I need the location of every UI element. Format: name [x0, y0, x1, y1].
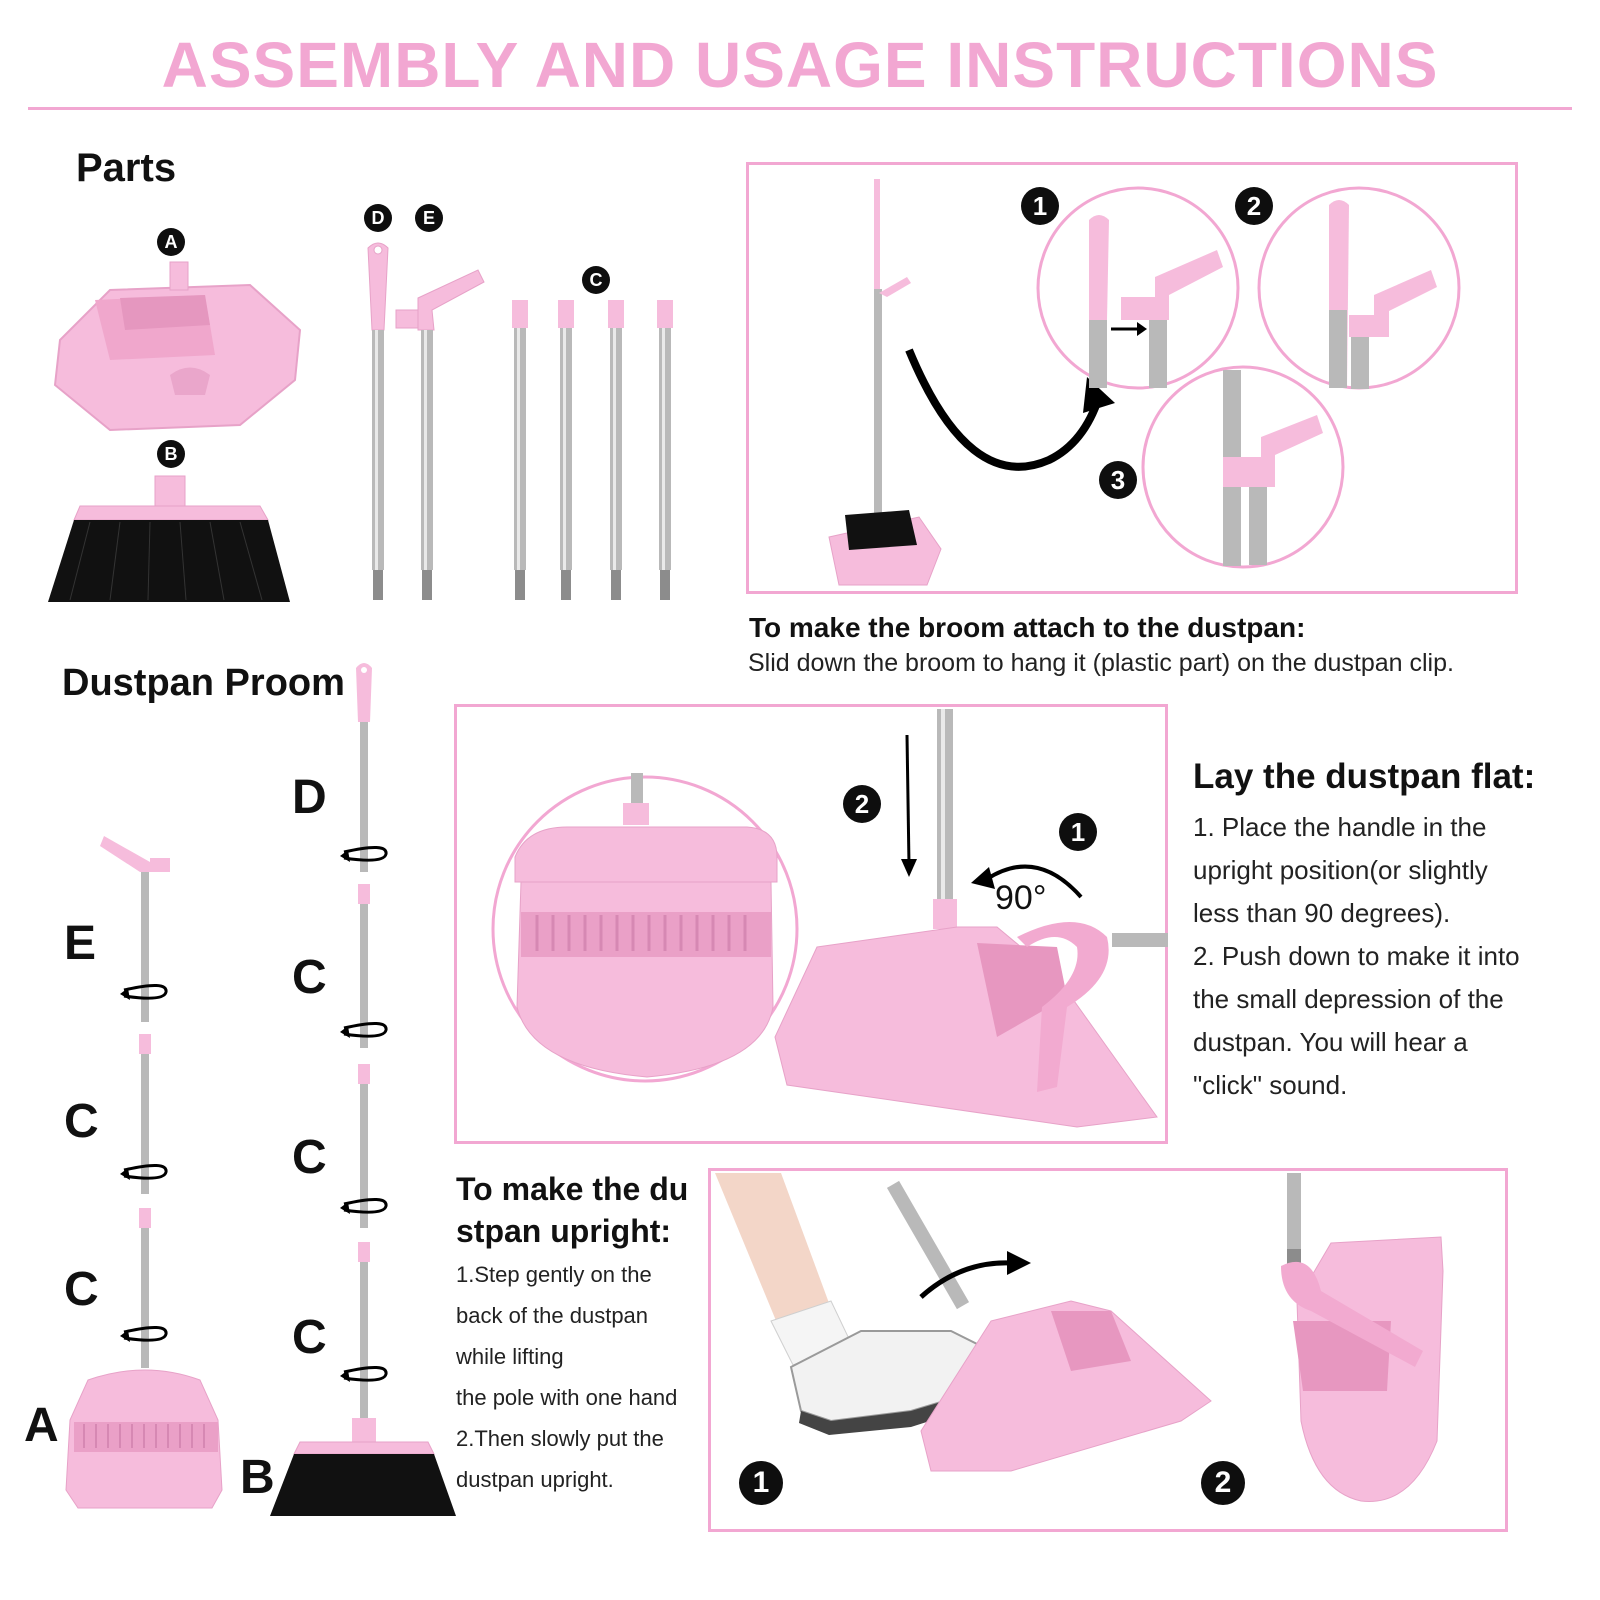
proom-label-d: D: [292, 771, 327, 824]
part-e-pole: [395, 269, 485, 600]
flat-line: the small depression of the: [1193, 984, 1504, 1014]
part-c-poles: [512, 300, 673, 600]
proom-label-c-right-1: C: [292, 951, 327, 1004]
flat-line: 1. Place the handle in the: [1193, 812, 1487, 842]
upright-line: the pole with one hand: [456, 1385, 678, 1410]
part-d-pole: [367, 242, 389, 600]
flat-title: Lay the dustpan flat:: [1193, 757, 1536, 796]
parts-heading: Parts: [76, 146, 177, 190]
part-a-dustpan: [53, 261, 302, 432]
upright-title-line-2: stpan upright:: [456, 1213, 672, 1249]
flat-instructions: 1. Place the handle in the upright posit…: [1193, 806, 1593, 1107]
proom-label-c-right-3: C: [292, 1311, 327, 1364]
label-c-badge: C: [582, 266, 610, 294]
label-d-badge: D: [364, 204, 392, 232]
label-b-badge: B: [157, 440, 185, 468]
attach-step-2-badge: 2: [1235, 187, 1273, 225]
attach-panel: 1 2 3: [746, 162, 1518, 594]
flat-line: dustpan. You will hear a: [1193, 1027, 1468, 1057]
flat-step-1-badge: 1: [1059, 813, 1097, 851]
title-divider: [28, 107, 1572, 110]
proom-label-c-left-2: C: [64, 1263, 99, 1316]
flat-line: 2. Push down to make it into: [1193, 941, 1520, 971]
attach-step-1-badge: 1: [1021, 187, 1059, 225]
upright-title-line-1: To make the du: [456, 1171, 689, 1207]
flat-angle-label: 90°: [995, 879, 1047, 917]
upright-step-2-badge: 2: [1201, 1461, 1245, 1505]
upright-step-1-badge: 1: [739, 1461, 783, 1505]
attach-caption-text: Slid down the broom to hang it (plastic …: [748, 649, 1454, 677]
proom-label-c-left-1: C: [64, 1095, 99, 1148]
page-title: ASSEMBLY AND USAGE INSTRUCTIONS: [161, 29, 1439, 101]
upright-illustration: [715, 1173, 1444, 1502]
upright-line: back of the dustpan: [456, 1303, 649, 1328]
proom-label-c-right-2: C: [292, 1131, 327, 1184]
label-e-badge: E: [415, 204, 443, 232]
flat-illustration: [491, 709, 1168, 1128]
proom-heading: Dustpan Proom: [62, 662, 345, 704]
label-a-badge: A: [157, 228, 185, 256]
flat-line: upright position(or slightly: [1193, 855, 1488, 885]
upright-line: 1.Step gently on the: [456, 1262, 652, 1287]
attach-caption-title: To make the broom attach to the dustpan:: [749, 612, 1306, 643]
flat-line: "click" sound.: [1193, 1070, 1348, 1100]
upright-panel: 1 2: [708, 1168, 1508, 1532]
flat-step-2-badge: 2: [843, 785, 881, 823]
upright-line: dustpan upright.: [456, 1467, 614, 1492]
part-b-broom-head: [48, 475, 290, 602]
upright-title: To make the du stpan upright:: [456, 1168, 688, 1252]
parts-illustration: [48, 242, 673, 602]
upright-instructions: 1.Step gently on the back of the dustpan…: [456, 1254, 677, 1500]
upright-line: 2.Then slowly put the: [456, 1426, 664, 1451]
proom-label-e: E: [64, 917, 97, 970]
flat-line: less than 90 degrees).: [1193, 898, 1451, 928]
proom-label-a: A: [24, 1399, 59, 1452]
proom-illustration: [65, 663, 456, 1516]
proom-label-b: B: [240, 1451, 275, 1504]
attach-illustration: [828, 179, 1461, 586]
upright-line: while lifting: [456, 1344, 564, 1369]
flat-panel: 2 1 90°: [454, 704, 1168, 1144]
attach-step-3-badge: 3: [1099, 461, 1137, 499]
